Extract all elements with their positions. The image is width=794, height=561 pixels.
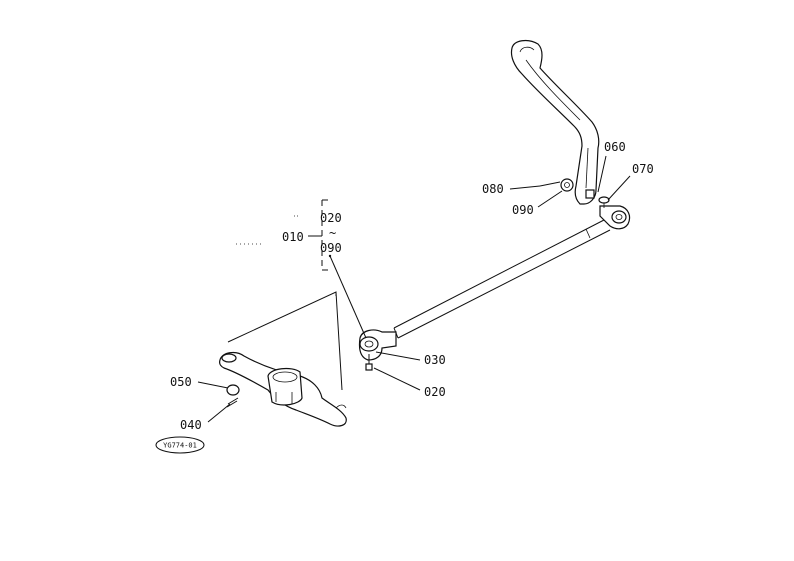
knuckle-arm	[219, 351, 347, 427]
leader-lines	[197, 155, 631, 423]
label-050: 050	[170, 375, 192, 389]
group-bracket	[236, 199, 367, 339]
rear-ball-joint	[598, 196, 631, 230]
label-070: 070	[632, 162, 654, 176]
label-090: 090	[512, 203, 534, 217]
label-020: 020	[424, 385, 446, 399]
drawing-id-text: YG774-01	[163, 442, 197, 450]
knuckle-group-connector	[227, 291, 343, 391]
pitman-nut-assembly	[539, 178, 595, 199]
label-080: 080	[482, 182, 504, 196]
label-010: 010	[282, 230, 304, 244]
drag-link-tube	[393, 219, 611, 339]
pitman-arm	[510, 39, 600, 205]
front-ball-joint	[358, 329, 397, 371]
label-range-tilde: ~	[329, 226, 336, 240]
label-060: 060	[604, 140, 626, 154]
label-040: 040	[180, 418, 202, 432]
label-020-range-start: 020	[320, 211, 342, 225]
label-030: 030	[424, 353, 446, 367]
drawing-id-stamp: YG774-01	[155, 436, 205, 454]
label-090-range-end: 090	[320, 241, 342, 255]
